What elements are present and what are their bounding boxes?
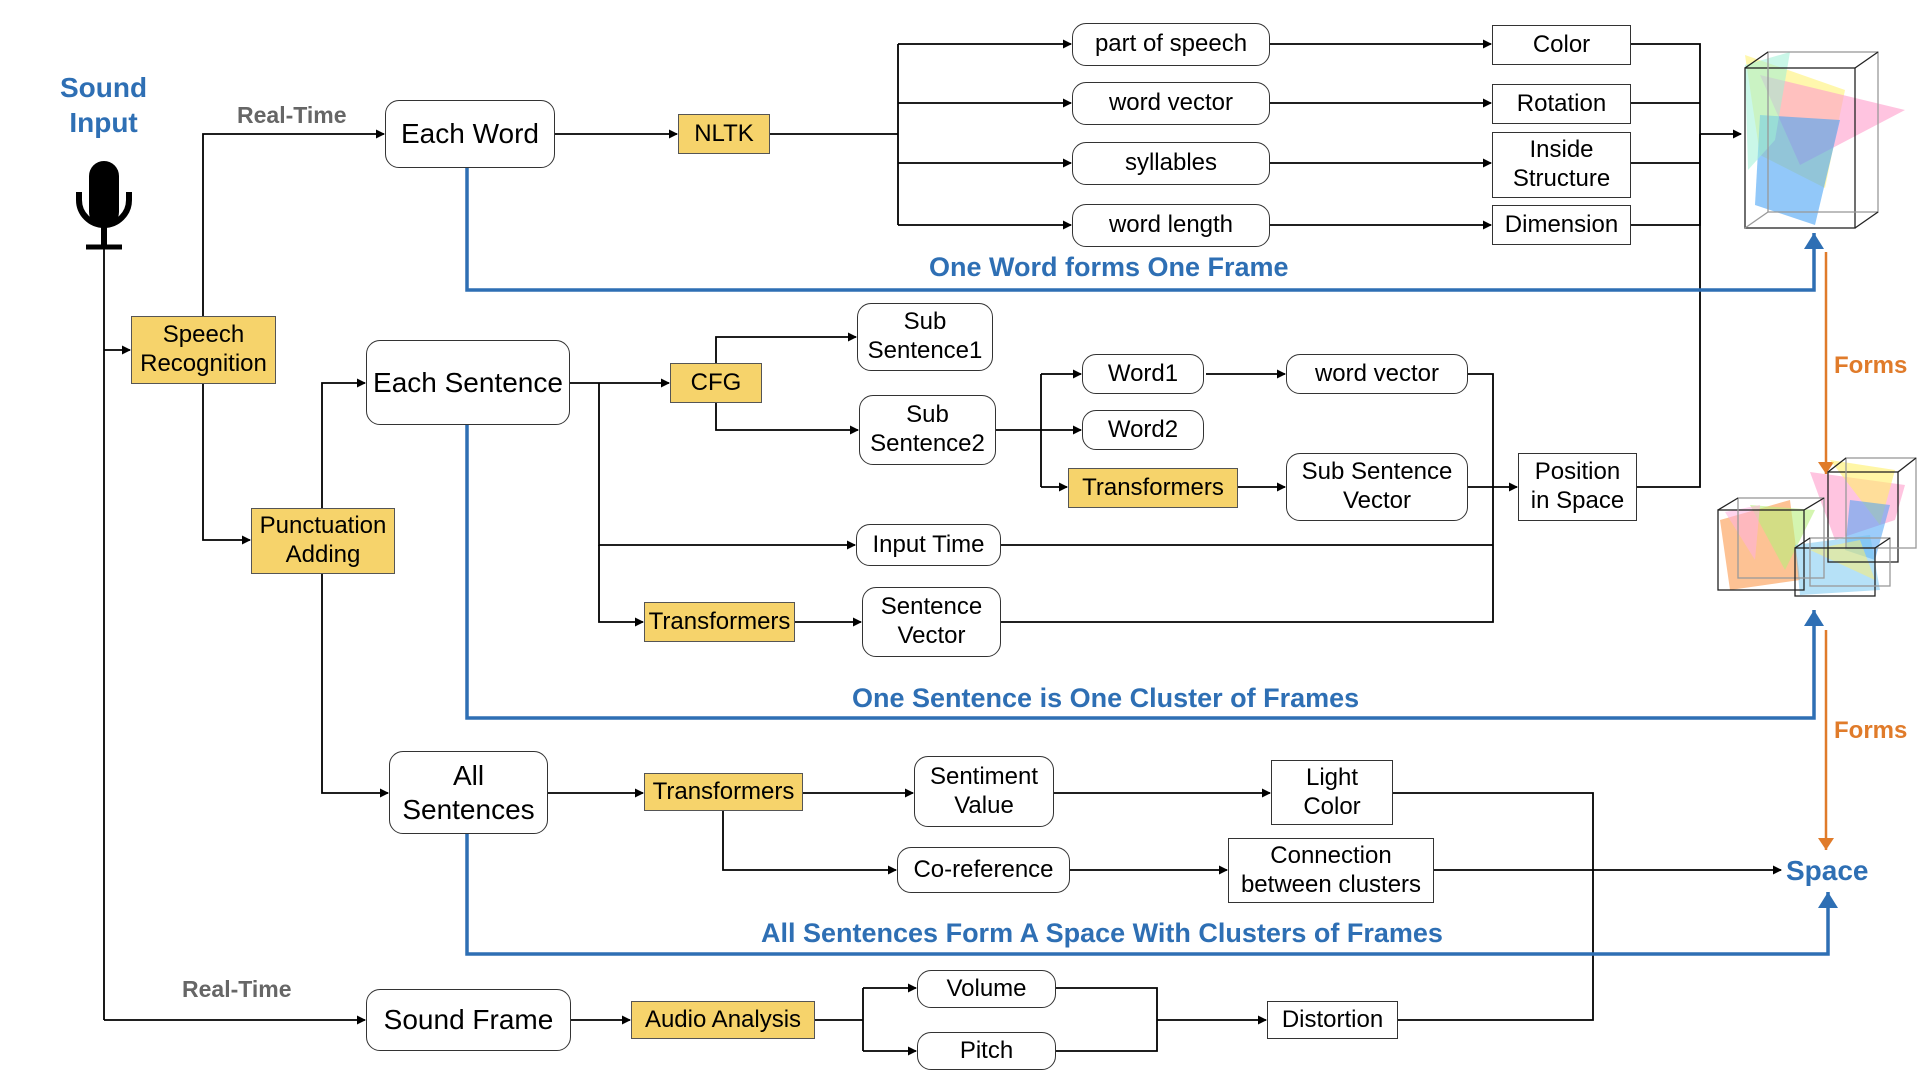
- word-length-box: word length: [1072, 204, 1270, 247]
- input-time-box: Input Time: [856, 524, 1001, 566]
- sound-input-title-line2: Input: [69, 107, 138, 138]
- space-label: Space: [1786, 855, 1869, 886]
- part-of-speech-box: part of speech: [1072, 23, 1270, 66]
- cfg-box: CFG: [670, 363, 762, 403]
- sound-input-title-line1: Sound: [60, 72, 148, 103]
- inside-structure-box: Inside Structure: [1492, 132, 1631, 198]
- microphone-icon: [76, 161, 132, 250]
- volume-box: Volume: [917, 970, 1056, 1008]
- punctuation-adding-box: Punctuation Adding: [251, 508, 395, 574]
- all-sentences-box: All Sentences: [389, 751, 548, 834]
- sentence-cluster-caption: One Sentence is One Cluster of Frames: [852, 683, 1360, 713]
- realtime-label-top: Real-Time: [237, 102, 347, 128]
- distortion-box: Distortion: [1267, 1001, 1398, 1039]
- word-vector-top-box: word vector: [1072, 82, 1270, 125]
- rotation-box: Rotation: [1492, 84, 1631, 124]
- forms-label-bottom: Forms: [1834, 717, 1908, 744]
- connection-between-clusters-box: Connection between clusters: [1228, 838, 1434, 903]
- audio-analysis-box: Audio Analysis: [631, 1001, 815, 1039]
- transformers-sentence-box: Transformers: [644, 602, 795, 642]
- nltk-box: NLTK: [678, 114, 770, 154]
- word1-box: Word1: [1082, 354, 1204, 394]
- pitch-box: Pitch: [917, 1032, 1056, 1070]
- color-box: Color: [1492, 25, 1631, 65]
- co-reference-box: Co-reference: [897, 847, 1070, 893]
- frame-cluster-icon: [1717, 457, 1917, 597]
- speech-recognition-box: Speech Recognition: [131, 316, 276, 384]
- transformers-sub-box: Transformers: [1068, 468, 1238, 508]
- realtime-label-bottom: Real-Time: [182, 976, 292, 1002]
- sentiment-value-box: Sentiment Value: [914, 756, 1054, 827]
- each-word-box: Each Word: [385, 100, 555, 168]
- single-frame-cube-icon: [1744, 51, 1905, 229]
- transformers-all-box: Transformers: [644, 773, 803, 811]
- sentence-vector-box: Sentence Vector: [862, 587, 1001, 657]
- word-vector-mid-box: word vector: [1286, 354, 1468, 394]
- sub-sentence1-box: Sub Sentence1: [857, 303, 993, 371]
- word2-box: Word2: [1082, 410, 1204, 450]
- light-color-box: Light Color: [1271, 760, 1393, 825]
- syllables-box: syllables: [1072, 142, 1270, 185]
- dimension-box: Dimension: [1492, 205, 1631, 245]
- sub-sentence-vector-box: Sub Sentence Vector: [1286, 453, 1468, 521]
- forms-label-top: Forms: [1834, 352, 1908, 379]
- each-sentence-box: Each Sentence: [366, 340, 570, 425]
- all-sentences-space-caption: All Sentences Form A Space With Clusters…: [761, 918, 1443, 948]
- sub-sentence2-box: Sub Sentence2: [859, 395, 996, 465]
- sound-frame-box: Sound Frame: [366, 989, 571, 1051]
- sound-input-title: Sound Input: [60, 70, 147, 140]
- word-frame-caption: One Word forms One Frame: [929, 252, 1289, 282]
- position-in-space-box: Position in Space: [1518, 453, 1637, 521]
